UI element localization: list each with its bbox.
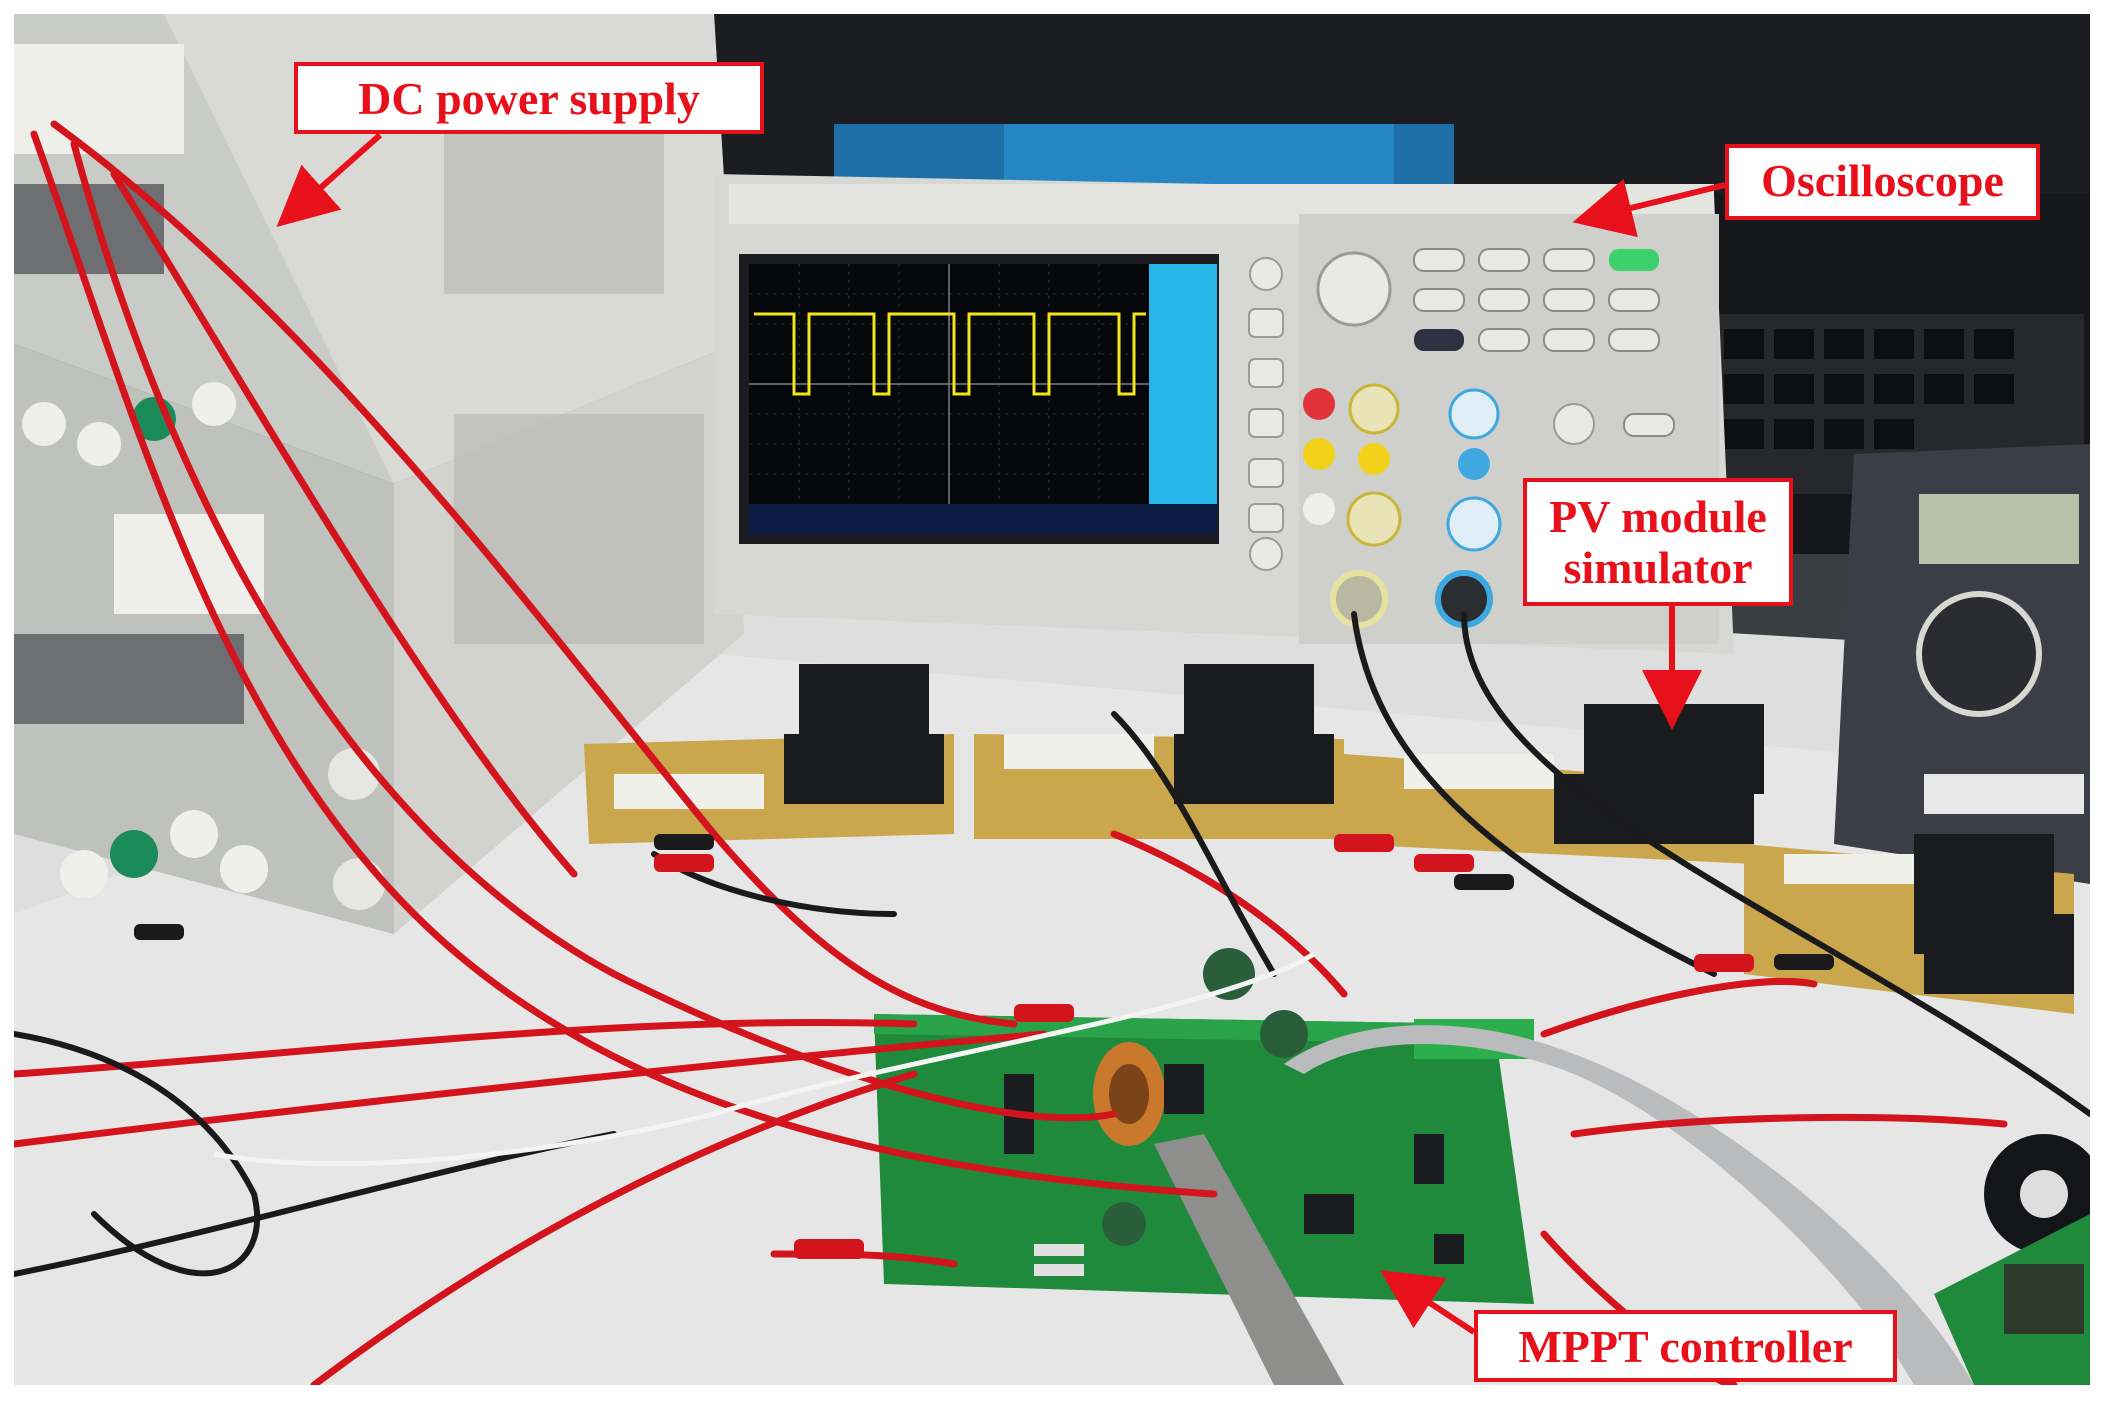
mppt-controller-label: MPPT controller [1474,1310,1897,1382]
pv-label-line-2: simulator [1563,541,1753,593]
pv-label-line-1: PV module [1549,491,1767,542]
pv-module-simulator-label: PV module simulator [1523,478,1793,606]
oscilloscope-label: Oscilloscope [1725,144,2040,220]
dc-power-supply-label: DC power supply [294,62,764,134]
